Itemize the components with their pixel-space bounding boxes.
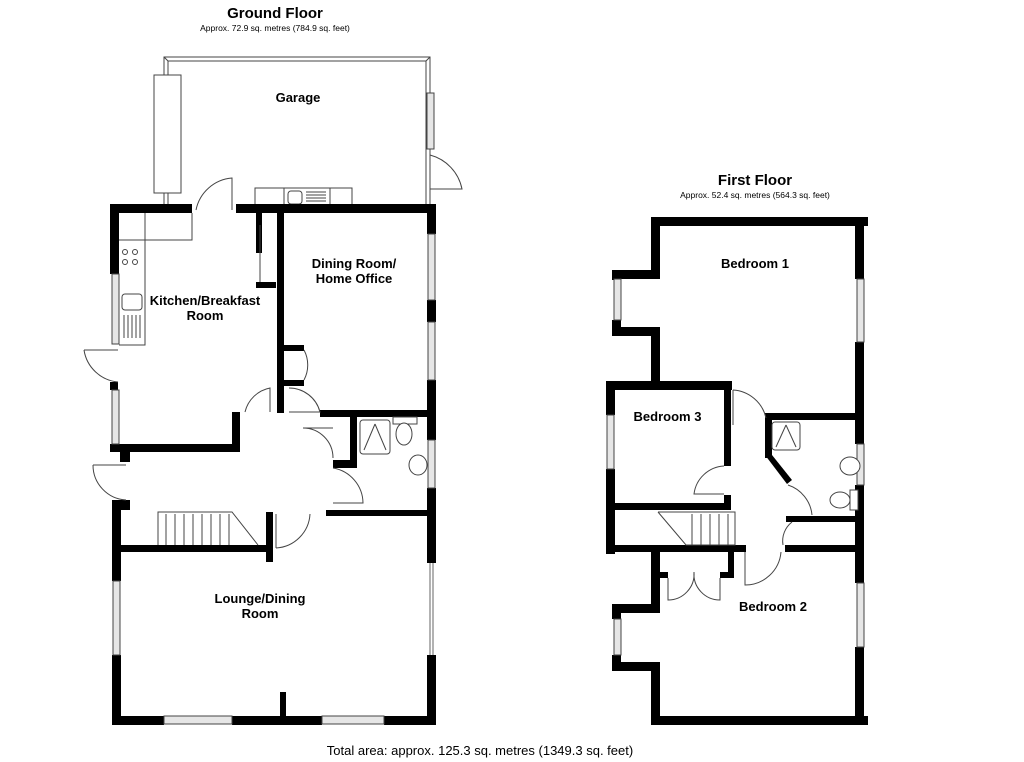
room-label-garage: Garage xyxy=(275,90,321,105)
first-floor-title: First Floor xyxy=(717,172,793,189)
room-label-bedroom1: Bedroom 1 xyxy=(721,256,789,271)
ground-floor-title: Ground Floor xyxy=(227,5,323,22)
ground-floor-doors xyxy=(83,225,364,549)
kitchen-units xyxy=(119,213,193,346)
room-label-lounge-line2: Room xyxy=(241,605,279,621)
room-label-dining-line2: Home Office xyxy=(315,270,393,286)
room-label-lounge-line1: Lounge/Dining xyxy=(214,591,306,606)
door-swing-icon xyxy=(195,177,233,211)
room-label-bedroom3: Bedroom 3 xyxy=(633,409,702,424)
ground-floor-plan xyxy=(83,56,463,725)
garage-outline xyxy=(163,56,431,207)
garage-sink-unit xyxy=(254,187,353,209)
ground-shower-room-fittings xyxy=(359,416,428,476)
first-bathroom-fittings xyxy=(771,421,861,511)
room-label-kitchen-line1: Kitchen/Breakfast xyxy=(149,293,261,308)
ground-floor-stairs xyxy=(157,511,259,546)
first-floor-doors xyxy=(667,389,813,601)
door-swing-icon xyxy=(429,154,463,190)
room-label-kitchen-line2: Room xyxy=(186,307,224,323)
first-floor-stairs xyxy=(657,511,736,546)
room-label-kitchen: Kitchen/Breakfast Room xyxy=(140,293,270,324)
window-icon xyxy=(426,92,435,150)
garage-door xyxy=(153,74,182,194)
room-label-lounge: Lounge/Dining Room xyxy=(190,591,330,622)
total-area: Total area: approx. 125.3 sq. metres (13… xyxy=(326,743,634,758)
ground-floor-windows xyxy=(111,233,436,725)
first-floor-area: Approx. 52.4 sq. metres (564.3 sq. feet) xyxy=(680,190,830,200)
first-floor-walls xyxy=(606,217,868,725)
room-label-dining: Dining Room/ Home Office xyxy=(294,256,414,287)
room-label-dining-line1: Dining Room/ xyxy=(311,256,397,271)
ground-floor-walls xyxy=(110,204,436,725)
ground-floor-area: Approx. 72.9 sq. metres (784.9 sq. feet) xyxy=(200,23,350,33)
room-label-bedroom2: Bedroom 2 xyxy=(739,599,807,614)
first-floor-windows xyxy=(606,278,865,656)
first-floor-plan xyxy=(606,217,868,725)
